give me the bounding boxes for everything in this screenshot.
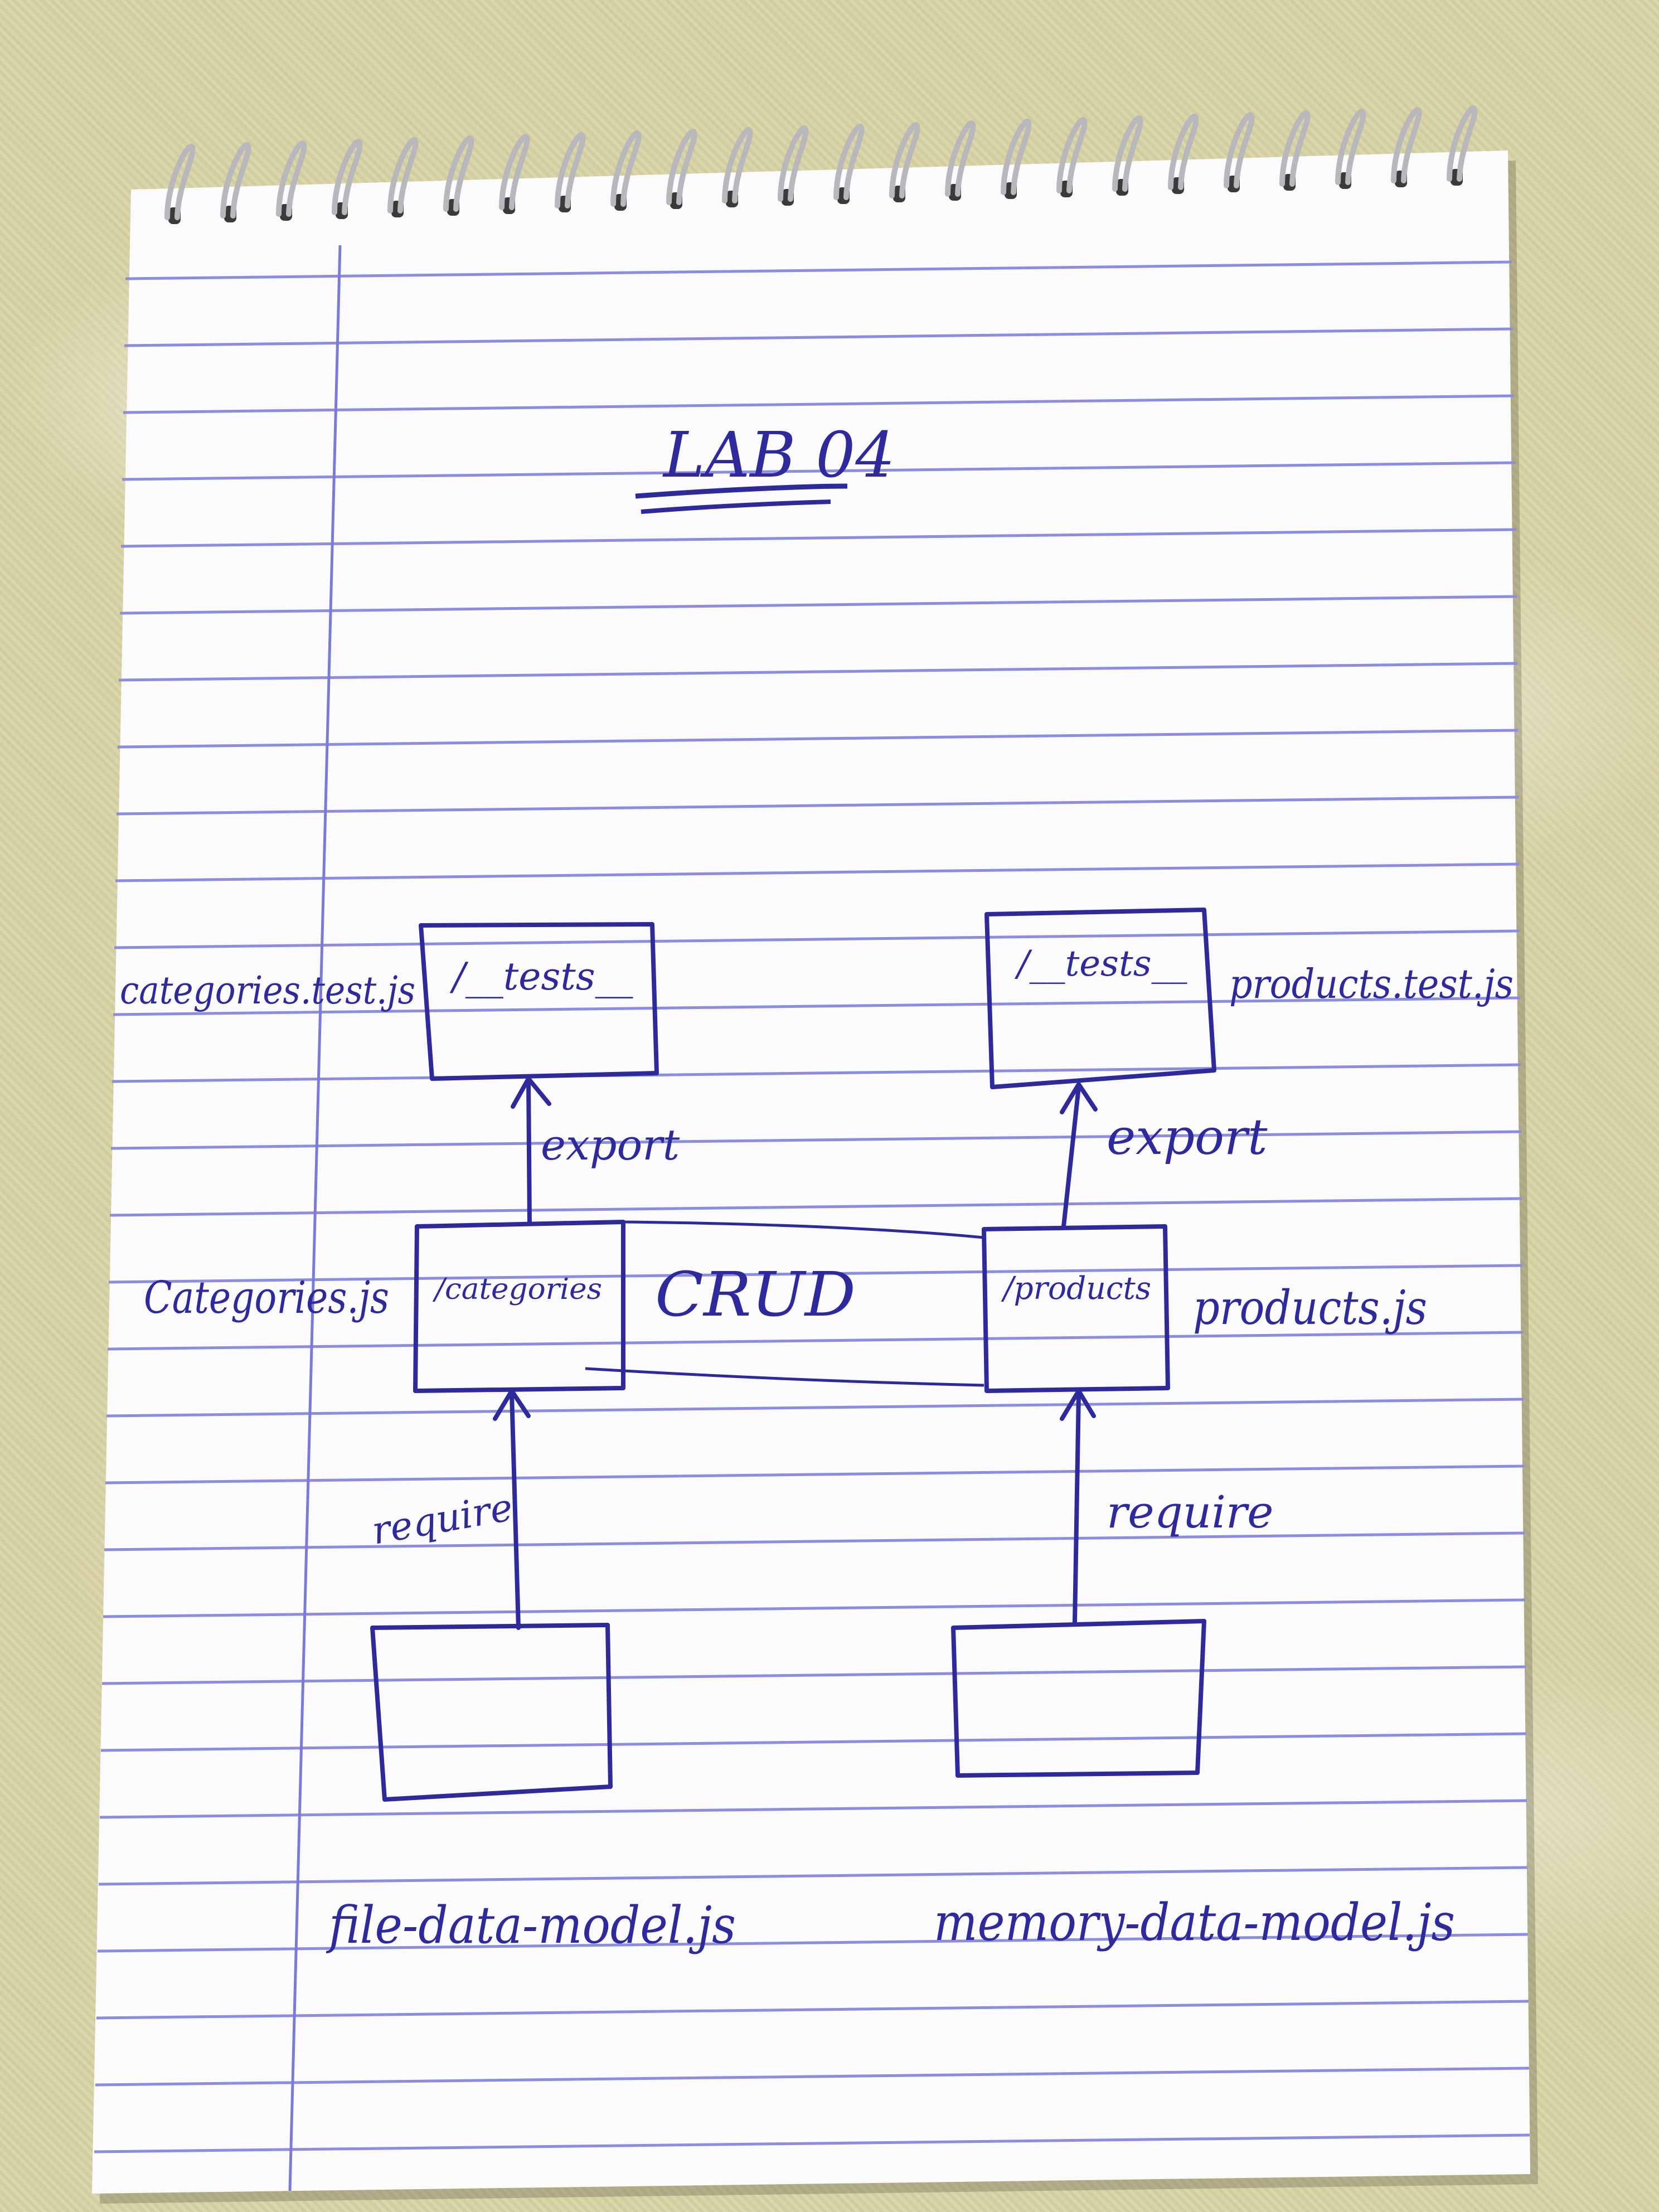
side-label-categories-test: categories.test.js [120,969,415,1013]
box-label-categories: /categories [432,1273,602,1306]
crud-connector-lines [585,1220,984,1387]
side-label-products-js: products.js [1193,1280,1427,1335]
notebook-page [92,151,1538,2204]
caption-memory-data-model: memory-data-model.js [934,1893,1455,1952]
side-label-products-test: products.test.js [1229,961,1514,1007]
box-tests-right [984,908,1216,1089]
title-block: LAB 04 [635,419,895,514]
box-categories [413,1220,625,1393]
side-label-categories-js: Categories.js [144,1272,389,1323]
arrow-export-right [1060,1082,1098,1229]
margin-line [288,245,342,2191]
box-label-tests-left: /__tests__ [449,955,633,999]
require-label-right: require [1107,1486,1274,1538]
arrow-require-right [1060,1389,1096,1624]
diagram-arrows [493,1076,1098,1630]
box-products [982,1224,1170,1393]
title-underline [635,483,848,499]
arrow-require-left [493,1389,531,1630]
box-file-data-model [370,1623,613,1802]
page-title: LAB 04 [662,419,895,492]
spiral-binding [164,105,1478,224]
box-label-products: /products [1001,1270,1151,1307]
export-label-left: export [541,1120,680,1170]
title-underline-2 [641,499,831,514]
arrow-export-left [511,1076,551,1226]
caption-file-data-model: file-data-model.js [326,1895,736,1955]
box-tests-left [419,922,659,1081]
box-memory-data-model [951,1619,1206,1778]
diagram-boxes [370,908,1216,1802]
export-label-right: export [1107,1108,1268,1166]
center-label-crud: CRUD [655,1259,856,1330]
box-label-tests-right: /__tests__ [1014,943,1187,984]
ruled-lines [94,260,1530,2153]
